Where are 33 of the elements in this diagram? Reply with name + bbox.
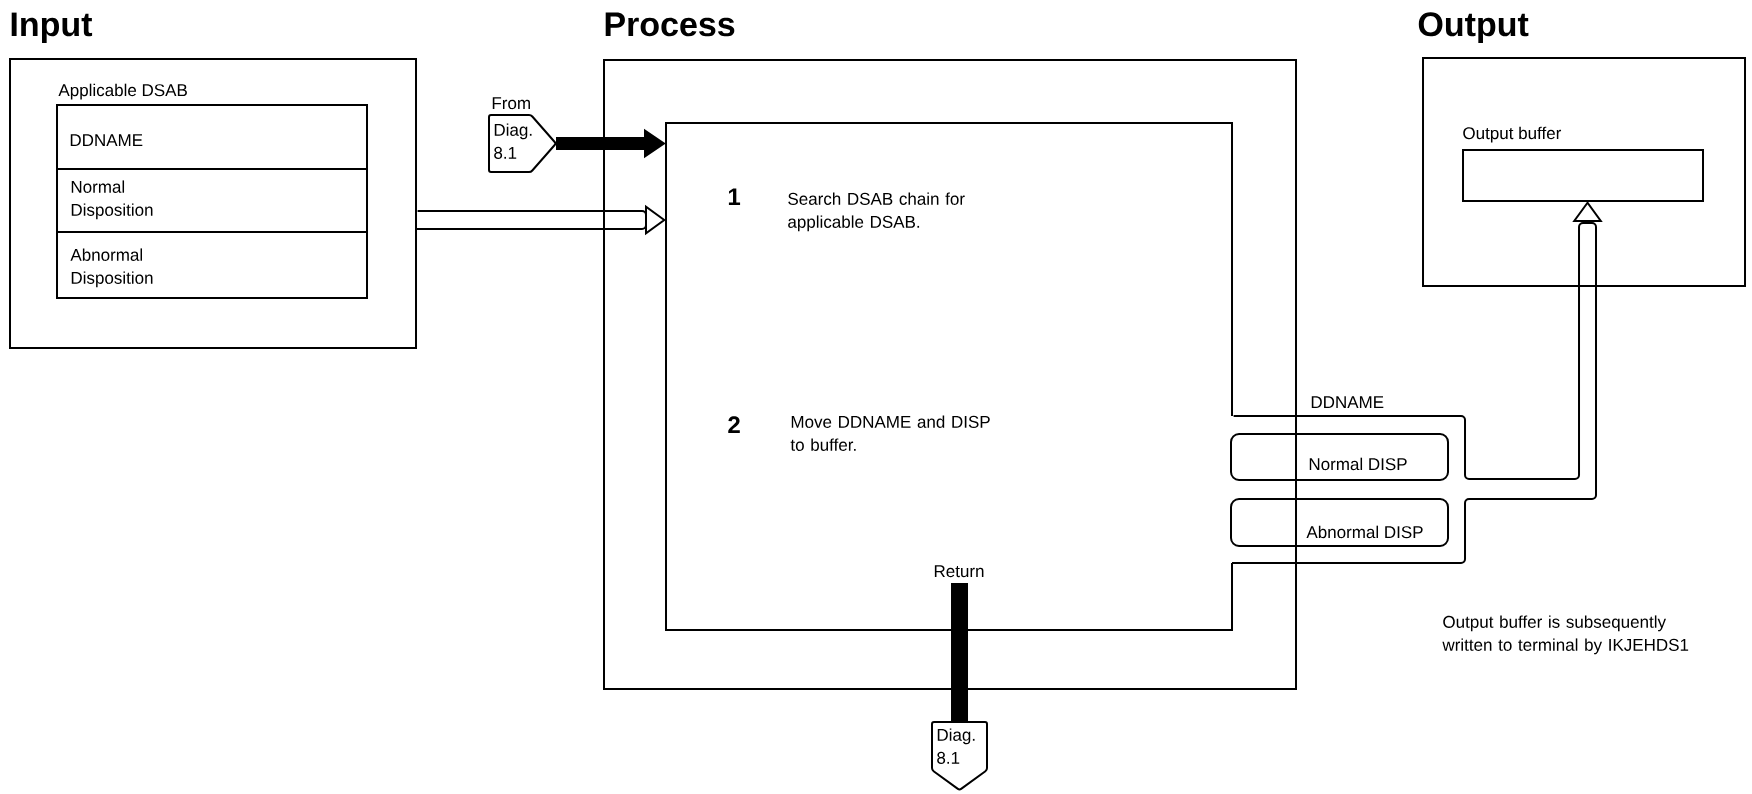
connector-label: From: [492, 97, 530, 110]
cell-text: Abnormal Disposition: [70, 248, 153, 288]
table-row: [56, 104, 368, 170]
cell-text: Normal Disposition: [71, 180, 153, 220]
connector-bar: [951, 583, 968, 722]
connector-text: Diag. 8.1: [494, 123, 532, 159]
note-text: Output buffer is subsequently written to terminal by IKJEHDS1: [1442, 615, 1689, 655]
panel: [9, 12, 417, 349]
process-box: [665, 122, 1233, 631]
step-text: Search DSAB chain for applicable DSAB.: [788, 192, 965, 232]
field-label: Abnormal DISP: [1306, 525, 1423, 539]
table-row: [56, 231, 368, 299]
heading: Process: [605, 12, 735, 37]
connector-text: Diag. 8.1: [937, 728, 975, 764]
cell-text: DDNAME: [70, 134, 143, 146]
heading: Input: [11, 12, 93, 44]
table-heading: Applicable DSAB: [58, 83, 187, 100]
edge-label: Return: [931, 563, 987, 580]
off-page-connector: [931, 721, 988, 791]
table-row: [56, 168, 368, 233]
off-page-connector: [488, 97, 557, 173]
buffer-box: [1462, 126, 1704, 202]
panel: [1418, 12, 1746, 287]
field-label: Output buffer: [1463, 126, 1562, 143]
panel: [603, 12, 1297, 690]
heading: Output: [1418, 12, 1529, 44]
field-box: [1230, 433, 1449, 481]
edge-label: DDNAME: [1308, 394, 1387, 410]
field-label: Normal DISP: [1309, 457, 1407, 471]
step-text: Move DDNAME and DISP to buffer.: [790, 415, 990, 451]
step-number: 1: [728, 188, 741, 205]
field-box: [1230, 498, 1449, 547]
step-number: 2: [728, 416, 740, 433]
